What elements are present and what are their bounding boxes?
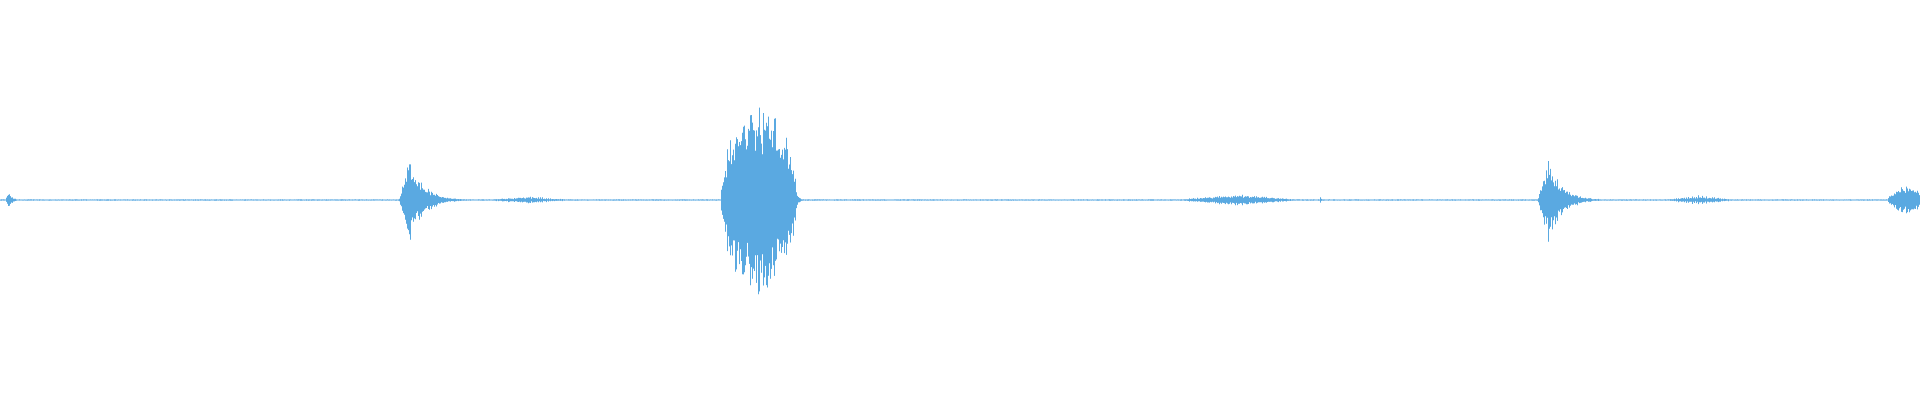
waveform-samples — [0, 107, 1920, 295]
